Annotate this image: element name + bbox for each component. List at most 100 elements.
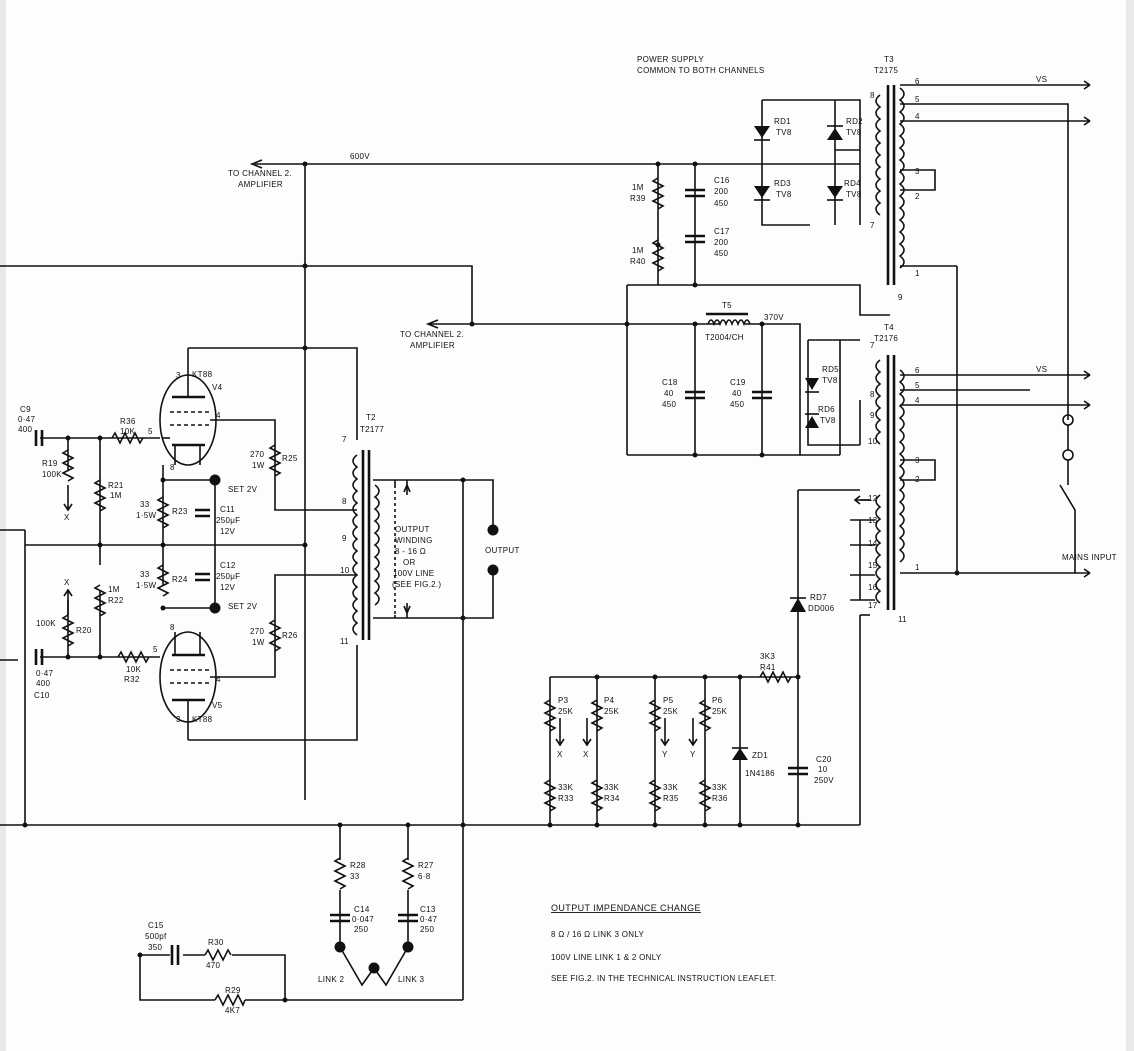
mains-input-label: MAINS INPUT [1062, 553, 1117, 562]
p3-ref: P3 [558, 696, 569, 705]
c16-ref: C16 [714, 176, 730, 185]
output-winding-2: WINDING [395, 536, 433, 545]
r40-ref: R40 [630, 257, 646, 266]
output-winding-3: 8 - 16 Ω [395, 547, 426, 556]
c15-ref: C15 [148, 921, 164, 930]
rd3-v: TV8 [776, 190, 792, 199]
v5-pin-screen: 4 [216, 675, 221, 684]
r24-v1: 33 [140, 570, 150, 579]
r21-ref: R21 [108, 481, 124, 490]
to-channel2-upper-1: TO CHANNEL 2. [228, 169, 292, 178]
wiper-arrows [63, 485, 870, 747]
r25-ref: R25 [282, 454, 298, 463]
c19-v2: 450 [730, 400, 744, 409]
output-winding-4: OR [403, 558, 416, 567]
t4-pin-13: 13 [868, 516, 878, 525]
zd1-v: 1N4186 [745, 769, 775, 778]
transformer-t2 [352, 450, 411, 640]
t4-pin-17: 17 [868, 601, 878, 610]
c20-v2: 250V [814, 776, 834, 785]
output-winding-1: OUTPUT [395, 525, 430, 534]
p6-ref: P6 [712, 696, 723, 705]
c16-v2: 450 [714, 199, 728, 208]
c9-v2: 400 [18, 425, 32, 434]
rd5-v: TV8 [822, 376, 838, 385]
t3-pin-5: 5 [915, 95, 920, 104]
r29-v: 4K7 [225, 1006, 240, 1015]
p3-v: 25K [558, 707, 573, 716]
r36-v: 10K [120, 427, 135, 436]
v4-pin-screen: 4 [216, 411, 221, 420]
r27-v: 6·8 [418, 872, 431, 881]
hv-label: 600V [350, 152, 370, 161]
power-supply-title-2: COMMON TO BOTH CHANNELS [637, 66, 765, 75]
t4-pin-14: 14 [868, 539, 878, 548]
choke-t5 [706, 312, 751, 327]
c18-v1: 40 [664, 389, 674, 398]
tube-v5 [159, 631, 217, 740]
t3-pin-1: 1 [915, 269, 920, 278]
r26-ref: R26 [282, 631, 298, 640]
t2-pin-8: 8 [342, 497, 347, 506]
c12-v1: 250μF [216, 572, 240, 581]
c17-ref: C17 [714, 227, 730, 236]
v4-pin-plate: 3 [176, 371, 181, 380]
p5-wiper: Y [662, 750, 668, 759]
c11-v2: 12V [220, 527, 235, 536]
v5-ref: V5 [212, 701, 223, 710]
r39-ref: R39 [630, 194, 646, 203]
impedance-line-3: SEE FIG.2. IN THE TECHNICAL INSTRUCTION … [551, 974, 776, 983]
impedance-line-1: 8 Ω / 16 Ω LINK 3 ONLY [551, 930, 644, 939]
c11-ref: C11 [220, 505, 235, 514]
p4-ref: P4 [604, 696, 615, 705]
t5-part: T2004/CH [705, 333, 744, 342]
t2-part: T2177 [360, 425, 384, 434]
transformer-t3 [875, 85, 905, 285]
rd2-v: TV8 [846, 128, 862, 137]
t2-pin-9: 9 [342, 534, 347, 543]
r32-ref: R32 [124, 675, 140, 684]
output-winding-5: 100V LINE [393, 569, 434, 578]
r32-v: 10K [126, 665, 141, 674]
t3-pin-6: 6 [915, 77, 920, 86]
r26-v2: 1W [252, 638, 265, 647]
t2-pin-10: 10 [340, 566, 350, 575]
r28-v: 33 [350, 872, 360, 881]
c10-v1: 0·47 [36, 669, 53, 678]
v370-label: 370V [764, 313, 784, 322]
diodes [732, 125, 843, 760]
v4-type: KT88 [192, 370, 213, 379]
r34-ref: R34 [604, 794, 620, 803]
t3-pin-4: 4 [915, 112, 920, 121]
rd7-v: DD006 [808, 604, 835, 613]
t4-pin-8: 8 [870, 390, 875, 399]
v5-pin-grid: 5 [153, 645, 158, 654]
r41-ref: R41 [760, 663, 776, 672]
rd1-v: TV8 [776, 128, 792, 137]
rd7-ref: RD7 [810, 593, 827, 602]
c15-v1: 500pf [145, 932, 167, 941]
r23-ref: R23 [172, 507, 188, 516]
rd3-ref: RD3 [774, 179, 791, 188]
c20-ref: C20 [816, 755, 832, 764]
t4-pin-6: 6 [915, 366, 920, 375]
t5-ref: T5 [722, 301, 732, 310]
p6-v: 25K [712, 707, 727, 716]
output-winding-6: (SEE FIG.2.) [392, 580, 441, 589]
c19-v1: 40 [732, 389, 742, 398]
r36-ref: R36 [120, 417, 136, 426]
c13-ref: C13 [420, 905, 436, 914]
r33-ref: R33 [558, 794, 574, 803]
zd1-ref: ZD1 [752, 751, 768, 760]
r24-ref: R24 [172, 575, 188, 584]
rd2-ref: RD2 [846, 117, 863, 126]
t2-pin-7: 7 [342, 435, 347, 444]
r29-ref: R29 [225, 986, 241, 995]
c12-v2: 12V [220, 583, 235, 592]
t2-pin-11: 11 [340, 637, 349, 646]
t4-pin-9: 9 [870, 411, 875, 420]
p5-v: 25K [663, 707, 678, 716]
r19-ref: R19 [42, 459, 58, 468]
r20-ref: R20 [76, 626, 92, 635]
rd1-ref: RD1 [774, 117, 791, 126]
